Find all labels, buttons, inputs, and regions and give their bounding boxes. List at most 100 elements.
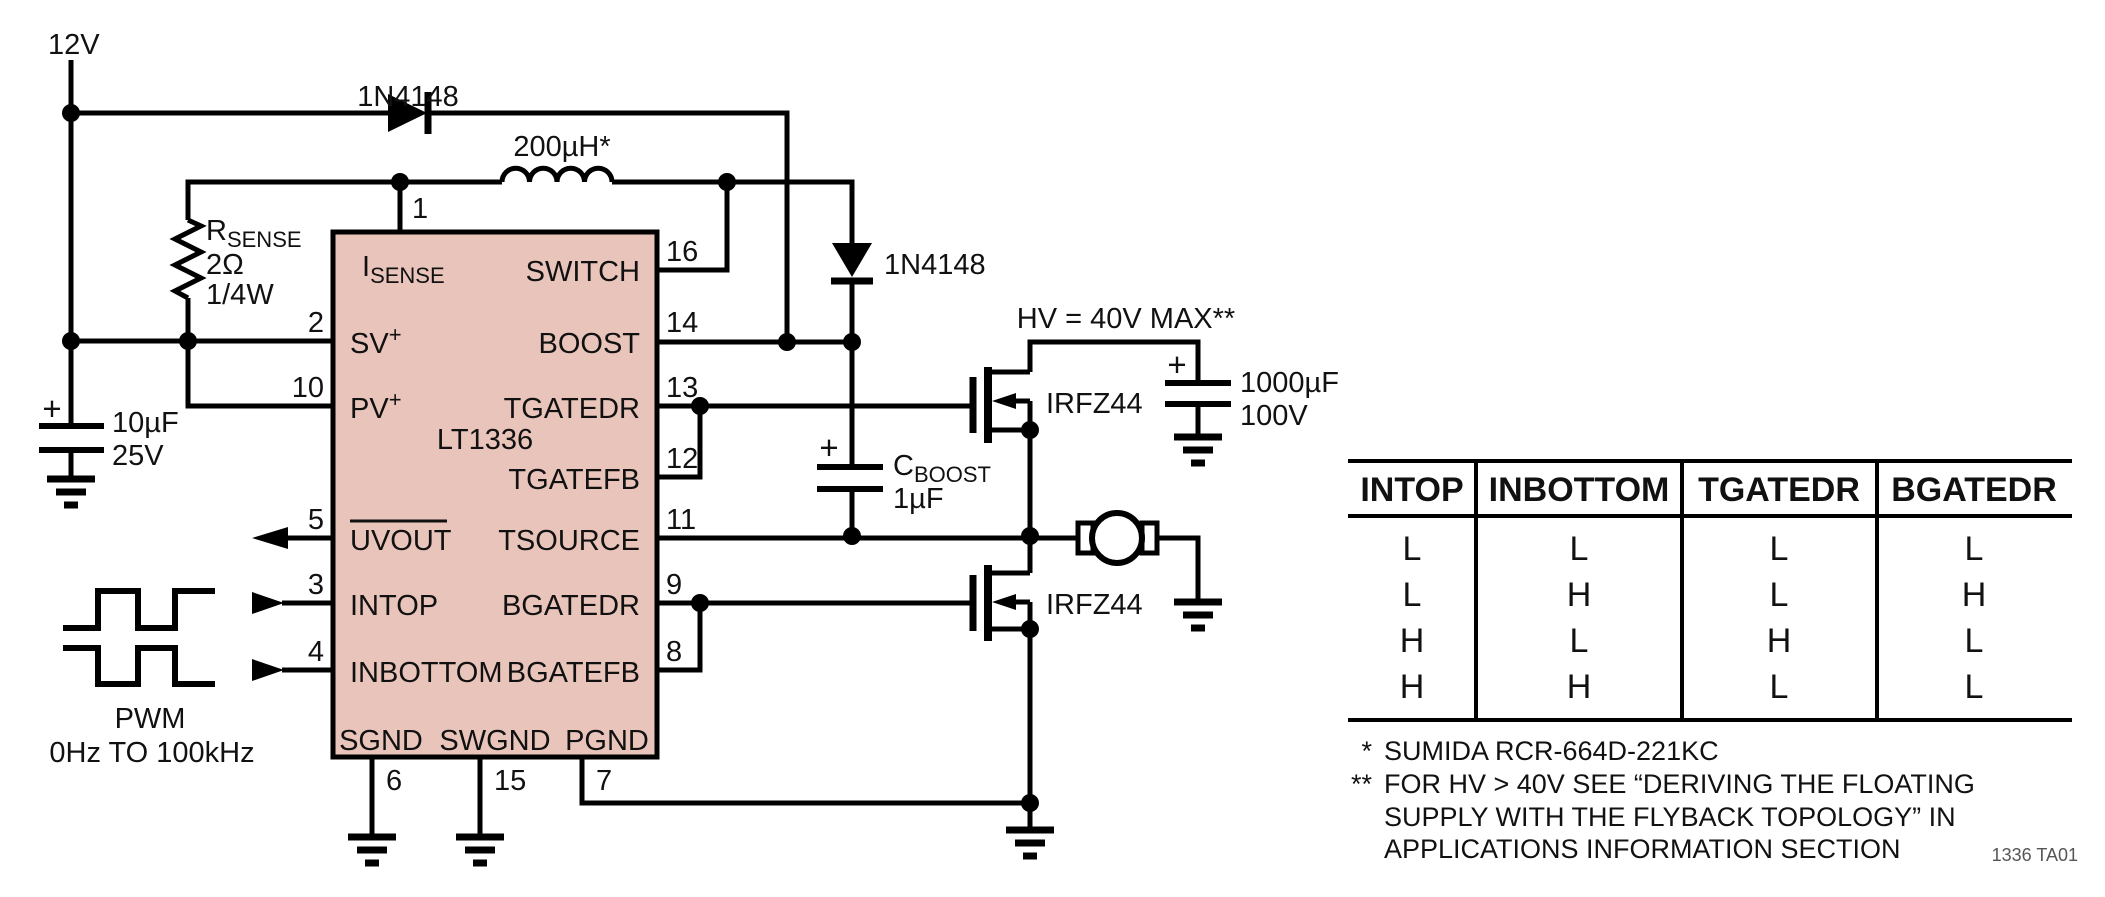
- diode-d2: [831, 243, 873, 285]
- truth-table-header: INBOTTOM: [1489, 471, 1670, 509]
- junction-dot: [1021, 421, 1039, 439]
- pwm-trace-top: [63, 588, 215, 631]
- pin-label-tgatedr: TGATEDR: [504, 393, 640, 425]
- inbottom-arrowhead-icon: [252, 659, 284, 681]
- pin-number-2: 2: [308, 307, 324, 339]
- pin-number-10: 10: [292, 372, 324, 404]
- pin-number-1: 1: [412, 193, 428, 225]
- inbottom-input-arrow: [252, 659, 333, 681]
- rsense-power-label: 1/4W: [206, 279, 274, 311]
- uvout-arrowhead-icon: [252, 527, 288, 549]
- mosfet-q2-bottom: [969, 565, 1033, 641]
- cap-10uf-voltage-label: 25V: [112, 440, 164, 472]
- cboost-value-label: 1µF: [893, 483, 944, 515]
- footnote-2-line3: APPLICATIONS INFORMATION SECTION: [1384, 834, 1901, 864]
- pin-label-pv: PV+: [350, 387, 402, 425]
- pwm-trace-bottom: [63, 645, 215, 687]
- uvout-arrow: [252, 527, 333, 549]
- cboost-plus-sign: +: [819, 429, 838, 466]
- pin-number-3: 3: [308, 569, 324, 601]
- supply-12v-label: 12V: [48, 29, 100, 61]
- footnote-1-text: SUMIDA RCR-664D-221KC: [1384, 736, 1719, 766]
- pin-label-sv: SV+: [350, 322, 402, 360]
- resistor-rsense-zigzag: [169, 217, 207, 301]
- rsense-value-label: 2Ω: [206, 249, 244, 281]
- pwm-waveform: [63, 588, 215, 687]
- truth-table-cell: H: [1767, 622, 1792, 660]
- inductor-coil: [499, 165, 615, 183]
- pin-label-boost: BOOST: [538, 328, 640, 360]
- mosfet-q1-label: IRFZ44: [1046, 388, 1143, 420]
- truth-table-cell: L: [1965, 622, 1984, 660]
- pwm-range-label: 0Hz TO 100kHz: [49, 737, 254, 769]
- truth-table-cell: L: [1770, 530, 1789, 568]
- cap-1000uf-plus-sign: +: [1167, 346, 1186, 383]
- capacitor-1000uf: [1165, 380, 1231, 437]
- truth-table-cell: L: [1403, 530, 1422, 568]
- mosfet-q1-terminals: [988, 369, 1033, 433]
- pin-label-tsource: TSOURCE: [498, 525, 640, 557]
- motor-body: [1089, 510, 1145, 566]
- intop-arrowhead-icon: [252, 592, 284, 614]
- mosfet-q2-label: IRFZ44: [1046, 589, 1143, 621]
- wire-bgatefb-pin: [657, 603, 703, 673]
- wire-switch-pin: [657, 182, 730, 273]
- pin-number-12: 12: [666, 443, 698, 475]
- wire-tgatefb-pin: [657, 406, 703, 480]
- mosfet-q1-body-arrow: [992, 393, 1016, 409]
- junction-dots: [62, 104, 1039, 812]
- pin-number-4: 4: [308, 636, 324, 668]
- pin-label-intop: INTOP: [350, 590, 438, 622]
- cap-1000uf-value-label: 1000µF: [1240, 367, 1339, 399]
- pin-number-6: 6: [386, 765, 402, 797]
- truth-table-grid: [1348, 459, 2072, 722]
- rsense-ref-label: RSENSE: [206, 215, 302, 252]
- intop-input-arrow: [252, 592, 333, 614]
- pin-number-15: 15: [494, 765, 526, 797]
- junction-dot: [1021, 794, 1039, 812]
- mosfet-q1-top: [969, 367, 1033, 443]
- truth-table: INTOP INBOTTOM TGATEDR BGATEDR L L L L L…: [1348, 459, 2072, 722]
- pin-number-9: 9: [666, 569, 682, 601]
- pin-number-7: 7: [596, 765, 612, 797]
- truth-table-cell: H: [1400, 668, 1425, 706]
- truth-table-cell: H: [1400, 622, 1425, 660]
- mosfet-q2-terminals: [988, 570, 1033, 632]
- diode-d2-anode-triangle: [832, 243, 872, 277]
- inductor-label: 200µH*: [513, 131, 610, 163]
- pin-number-16: 16: [666, 236, 698, 268]
- ic-name-label: LT1336: [437, 424, 533, 456]
- capacitor-10uf: [39, 423, 104, 479]
- mosfet-q2-body-arrow: [992, 594, 1016, 610]
- truth-table-cell: L: [1770, 668, 1789, 706]
- footnote-marker-1: *: [1361, 736, 1372, 766]
- ground-symbol-input-cap: [47, 479, 95, 505]
- doc-id-label: 1336 TA01: [1992, 845, 2078, 865]
- cap-10uf-value-label: 10µF: [112, 407, 179, 439]
- cboost-ref-label: CBOOST: [893, 450, 991, 487]
- wire-inductor-rail: [185, 179, 855, 536]
- footnote-2-line1: FOR HV > 40V SEE “DERIVING THE FLOATING: [1384, 769, 1975, 799]
- junction-dot: [62, 332, 80, 350]
- pin-number-11: 11: [666, 504, 696, 536]
- pin-label-isense: ISENSE: [362, 251, 445, 288]
- junction-dot: [691, 397, 709, 415]
- footnote-2-line2: SUPPLY WITH THE FLYBACK TOPOLOGY” IN: [1384, 802, 1956, 832]
- capacitor-cboost: [817, 464, 883, 492]
- truth-table-cell: H: [1962, 576, 1987, 614]
- ground-symbol-sgnd: [348, 837, 396, 863]
- pin-label-uvout: UVOUT: [350, 525, 452, 557]
- junction-dot: [691, 594, 709, 612]
- wire-top-rail: [71, 110, 790, 342]
- truth-table-cell: L: [1770, 576, 1789, 614]
- pin-number-8: 8: [666, 636, 682, 668]
- footnotes: * SUMIDA RCR-664D-221KC ** FOR HV > 40V …: [1351, 736, 1975, 864]
- pin-label-inbottom: INBOTTOM: [350, 657, 503, 689]
- wire-pv-pin: [185, 341, 333, 409]
- junction-dot: [391, 173, 409, 191]
- ground-symbol-motor: [1174, 602, 1222, 628]
- truth-table-header: TGATEDR: [1698, 471, 1860, 509]
- wire-hv-rail: [1027, 339, 1201, 383]
- ground-symbol-hv-cap: [1174, 437, 1222, 463]
